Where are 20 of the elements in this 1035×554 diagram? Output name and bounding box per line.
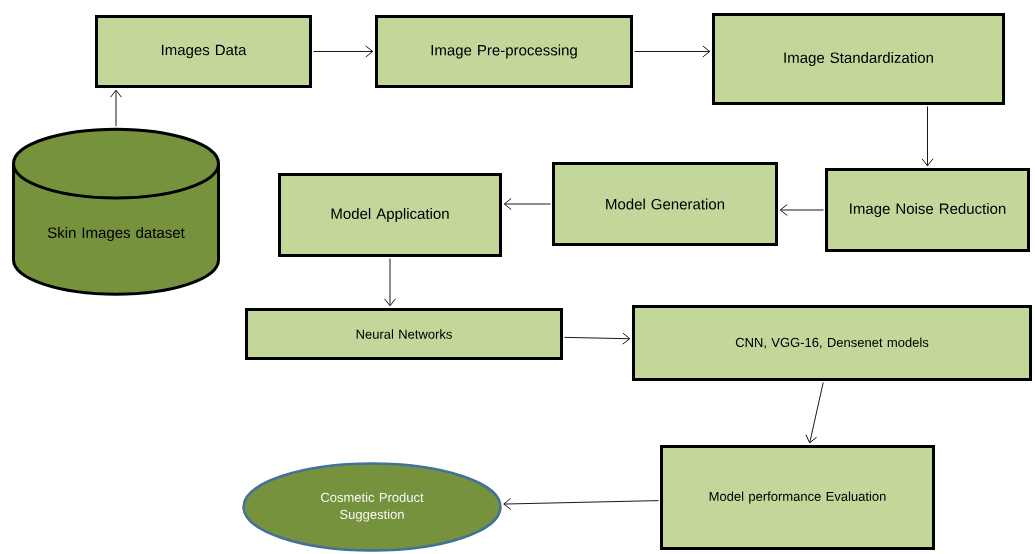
arrow — [805, 382, 824, 444]
process-box: Neural Networks — [245, 308, 563, 360]
database-cylinder: Skin Images dataset — [12, 127, 220, 296]
process-box: Model Application — [278, 173, 502, 257]
arrow — [313, 45, 374, 58]
arrow — [503, 497, 659, 510]
arrow — [921, 106, 934, 167]
arrow — [503, 198, 551, 210]
arrow — [779, 204, 824, 216]
arrow — [110, 89, 122, 127]
process-box: Image Standardization — [712, 13, 1005, 105]
arrow — [384, 258, 396, 307]
process-box: Images Data — [95, 15, 312, 88]
process-box: Model performance Evaluation — [660, 445, 935, 550]
process-box: Image Noise Reduction — [825, 168, 1030, 252]
arrow — [634, 45, 711, 58]
arrow — [564, 332, 631, 345]
process-box: CNN, VGG-16, Densenet models — [632, 305, 1032, 381]
process-box: Model Generation — [552, 162, 778, 246]
process-box: Image Pre-processing — [375, 15, 633, 88]
